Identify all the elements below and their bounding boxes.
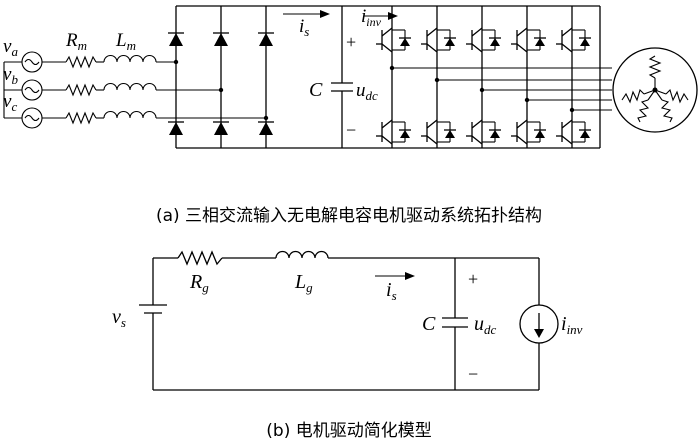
resistor-rg xyxy=(177,250,223,266)
five-phase-motor-icon xyxy=(612,47,698,133)
label-c-b: C xyxy=(422,313,436,335)
label-lm: Lm xyxy=(115,30,136,53)
diode-lower xyxy=(168,121,274,135)
inductor-lg xyxy=(275,250,329,259)
resistors-rm xyxy=(65,55,104,125)
label-is: is xyxy=(299,16,309,39)
dc-link-capacitor xyxy=(331,6,353,148)
figure-a-topology: va vb vc Rm Lm xyxy=(3,5,698,149)
label-c-a: C xyxy=(309,79,323,101)
diode-upper xyxy=(168,32,274,46)
label-minus-b: − xyxy=(468,364,478,384)
inverter-leg-5 xyxy=(556,6,612,148)
source-a xyxy=(21,51,43,73)
caption-a: (a) 三相交流输入无电解电容电机驱动系统拓扑结构 xyxy=(156,206,542,226)
source-b xyxy=(21,79,43,101)
inverter-leg-2 xyxy=(421,6,612,148)
label-udc-b: udc xyxy=(474,313,497,337)
inverter-legs xyxy=(376,6,612,148)
label-udc-a: udc xyxy=(356,80,378,103)
label-va: va xyxy=(3,36,18,59)
label-vs: vs xyxy=(112,306,126,330)
label-is-b: is xyxy=(386,279,397,303)
source-c xyxy=(21,107,43,129)
diode-bridge xyxy=(168,5,346,149)
label-vb: vb xyxy=(3,64,18,87)
ac-sources xyxy=(3,51,66,129)
label-plus-a: + xyxy=(346,32,356,52)
label-rm: Rm xyxy=(65,30,87,53)
label-vc: vc xyxy=(3,91,17,114)
label-plus-b: + xyxy=(468,269,478,289)
label-lg: Lg xyxy=(294,271,313,295)
inverter-leg-1 xyxy=(376,6,612,148)
label-iinv-a: iinv xyxy=(361,6,382,29)
inverter-leg-3 xyxy=(466,6,612,148)
label-minus-a: − xyxy=(346,120,356,140)
label-iinv-b: iinv xyxy=(561,313,583,337)
figure-b-simplified-model xyxy=(139,250,559,391)
inductors-lm xyxy=(103,54,157,119)
label-rg: Rg xyxy=(189,271,209,295)
caption-b: (b) 电机驱动简化模型 xyxy=(266,421,431,441)
inverter-leg-4 xyxy=(511,6,612,148)
